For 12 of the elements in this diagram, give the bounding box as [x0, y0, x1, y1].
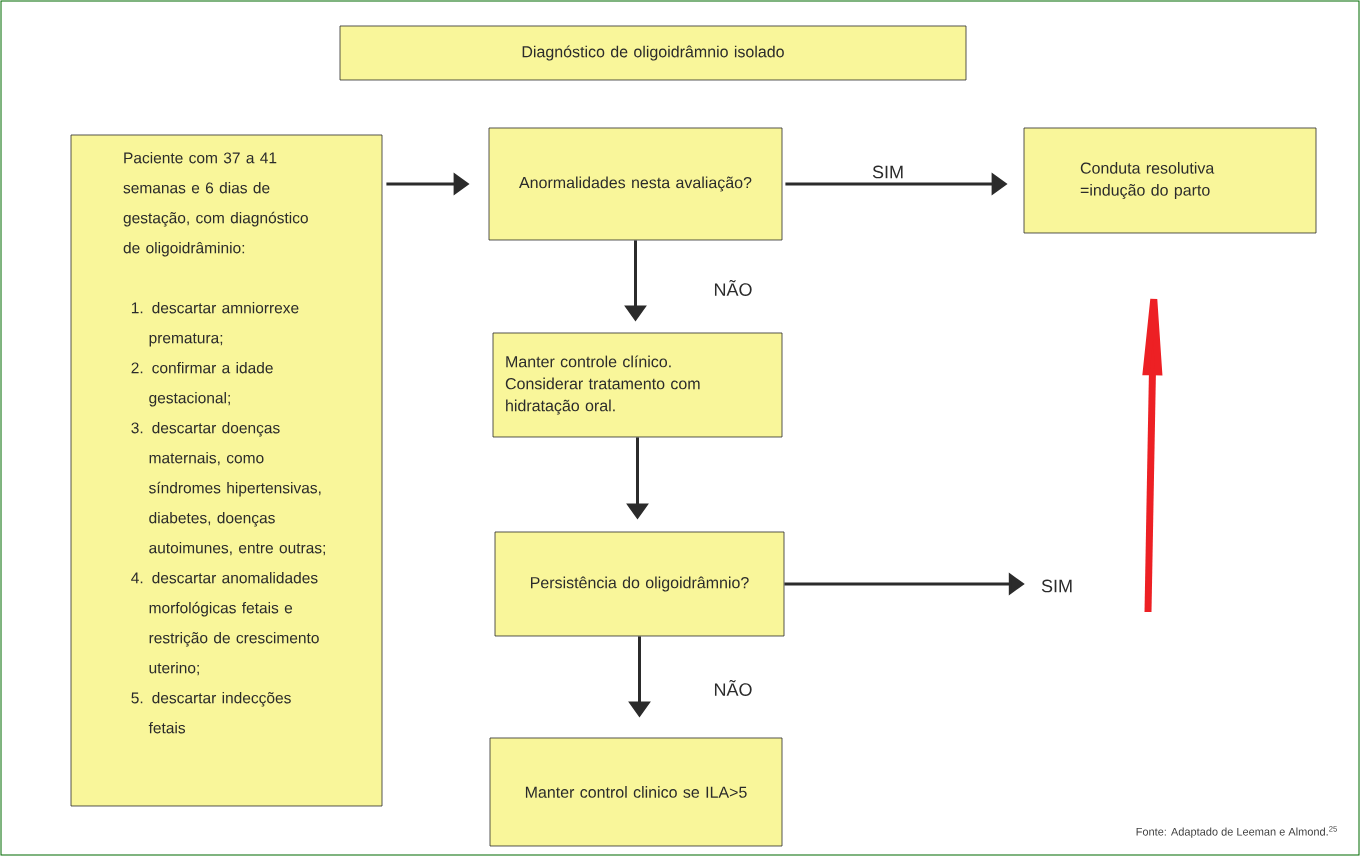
- edge-label: NÃO: [711, 678, 755, 698]
- flow-label: SIM: [1041, 579, 1072, 593]
- decision-box: Anormalidades nesta avaliação?: [488, 127, 783, 241]
- decision-box: Persistência do oligoidrâmnio?: [494, 531, 785, 637]
- process-box: Manter control clinico se ILA>5: [489, 737, 783, 847]
- title-box: Diagnóstico de oligoidrâmnio isolado: [339, 25, 967, 81]
- edge-label: NÃO: [711, 278, 755, 298]
- edge-label: SIM: [870, 163, 906, 181]
- process-box: Paciente com 37 a 41 semanas e 6 dias de gestação, com diagnóstico de oligoidrâminio: 1. descartar amniorrexe prematura; 2. confirmar a idade gestacional; 3. descartar doenças maternais, como síndromes hipertensivas, diabetes, doenças autoimunes, entre outras; 4. descartar anomalidades morfológicas fetais e restrição de crescimento uterino; 5. descartar indecções fetais: [70, 134, 383, 807]
- caption: Fonte: Adaptado de Leeman e Almond.$^{25}$: [1136, 826, 1337, 838]
- process-box: Manter controle clínico. Considerar tratamento com hidratação oral.: [492, 332, 783, 438]
- process-box: Conduta resolutiva =indução do parto: [1023, 127, 1317, 234]
